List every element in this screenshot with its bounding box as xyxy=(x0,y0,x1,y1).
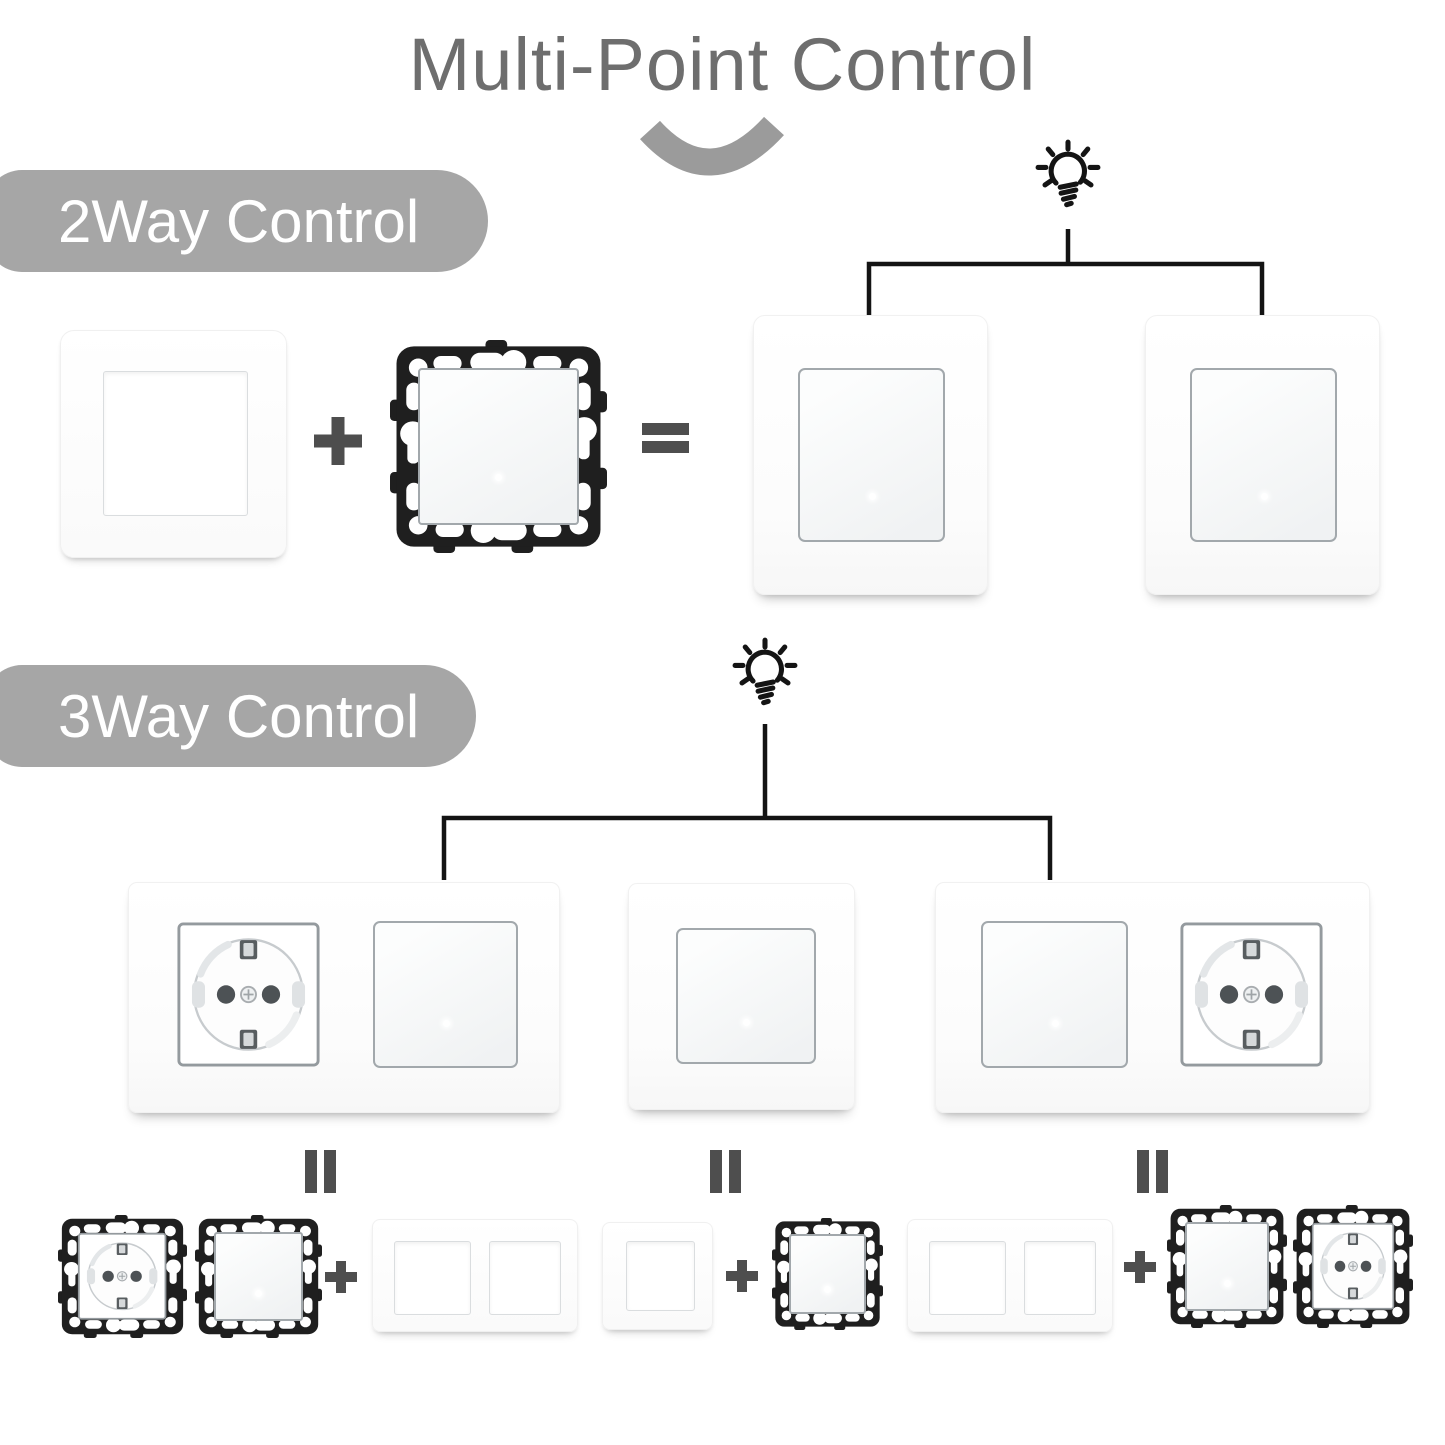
switch-mechanism-module xyxy=(772,1218,883,1330)
switch-rocker xyxy=(214,1232,303,1321)
equivalent-bar xyxy=(710,1150,722,1193)
equivalent-icon xyxy=(710,1150,741,1193)
led-indicator xyxy=(824,1286,832,1294)
eu-socket xyxy=(176,921,321,1068)
wall-switch-plate xyxy=(1145,315,1380,595)
equivalent-bar xyxy=(305,1150,317,1193)
switch-mechanism-module xyxy=(390,340,607,553)
equivalent-bar xyxy=(1156,1150,1168,1193)
switch-rocker xyxy=(676,928,816,1064)
led-indicator xyxy=(255,1290,263,1298)
equivalent-icon xyxy=(1137,1150,1168,1193)
led-indicator xyxy=(1224,1280,1231,1288)
led-indicator xyxy=(743,1019,750,1027)
eu-socket xyxy=(77,1232,167,1321)
frame-opening xyxy=(1024,1241,1096,1315)
equivalent-icon xyxy=(305,1150,336,1193)
eu-socket xyxy=(1311,1222,1395,1311)
single-plate-switch xyxy=(628,883,855,1110)
led-indicator xyxy=(1051,1020,1059,1028)
equivalent-bar xyxy=(1137,1150,1149,1193)
led-indicator xyxy=(495,474,503,482)
switch-mechanism-module xyxy=(1167,1205,1287,1328)
switch-rocker xyxy=(1185,1222,1269,1311)
socket-mechanism-module xyxy=(58,1215,187,1338)
double-plate-socket-switch xyxy=(128,882,560,1113)
empty-frame-plate xyxy=(60,330,287,558)
plus-icon xyxy=(325,1261,357,1293)
led-indicator xyxy=(868,492,876,500)
switch-rocker xyxy=(418,367,579,526)
double-frame-plate xyxy=(907,1219,1113,1332)
plus-bar xyxy=(331,417,345,465)
plus-bar xyxy=(737,1260,747,1292)
single-frame-plate xyxy=(602,1222,713,1330)
eu-socket xyxy=(1179,921,1324,1068)
switch-rocker xyxy=(788,1233,867,1315)
equals-bar xyxy=(642,423,689,435)
light-bulb-icon xyxy=(1022,138,1114,230)
switch-rocker xyxy=(373,921,518,1068)
switch-rocker xyxy=(1190,368,1337,542)
section-label-2way: 2Way Control xyxy=(0,170,488,272)
double-plate-switch-socket xyxy=(935,882,1370,1113)
equivalent-bar xyxy=(324,1150,336,1193)
led-indicator xyxy=(442,1020,450,1028)
frame-opening xyxy=(489,1241,561,1315)
socket-mechanism-module xyxy=(1293,1205,1413,1328)
plus-icon xyxy=(726,1260,758,1292)
frame-opening xyxy=(103,371,248,516)
section-label-3way: 3Way Control xyxy=(0,665,476,767)
plus-bar xyxy=(1135,1251,1145,1283)
swoosh-arc-icon xyxy=(640,116,784,176)
plus-icon xyxy=(1124,1251,1156,1283)
switch-mechanism-module xyxy=(195,1215,322,1338)
frame-opening xyxy=(929,1241,1006,1315)
equals-bar xyxy=(642,441,689,453)
wall-switch-plate xyxy=(753,315,988,595)
page-title: Multi-Point Control xyxy=(408,23,1037,106)
light-bulb-icon xyxy=(719,636,811,728)
frame-opening xyxy=(626,1241,695,1311)
equals-icon xyxy=(642,423,689,453)
plus-icon xyxy=(314,417,362,465)
led-indicator xyxy=(1260,492,1268,500)
plus-bar xyxy=(336,1261,346,1293)
frame-opening xyxy=(394,1241,471,1315)
equivalent-bar xyxy=(729,1150,741,1193)
switch-rocker xyxy=(981,921,1128,1068)
double-frame-plate xyxy=(372,1219,578,1332)
switch-rocker xyxy=(798,368,945,542)
